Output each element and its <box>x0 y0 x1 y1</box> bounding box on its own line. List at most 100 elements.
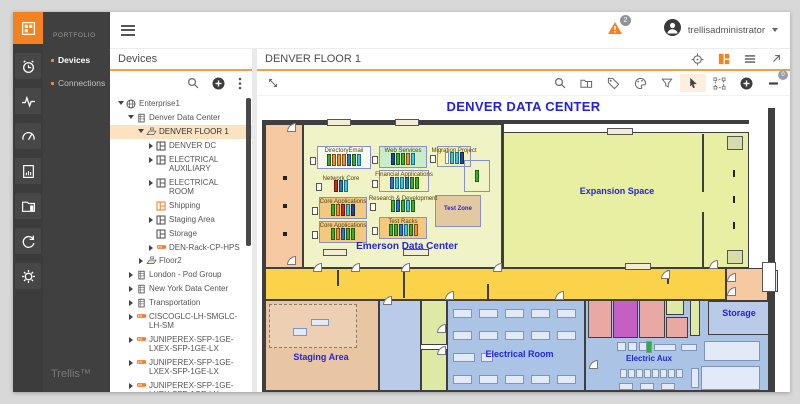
rack[interactable] <box>413 224 418 236</box>
rack[interactable] <box>341 204 345 216</box>
tree-item-denver-dc[interactable]: DENVER DC <box>110 139 252 153</box>
rack[interactable] <box>391 153 395 165</box>
rack[interactable] <box>342 154 346 166</box>
equipment-box[interactable] <box>661 383 675 390</box>
rack[interactable] <box>411 200 415 212</box>
rack[interactable] <box>332 154 336 166</box>
rack[interactable] <box>337 154 341 166</box>
user-menu-chevron-down-icon[interactable] <box>772 28 778 32</box>
equipment-box[interactable] <box>644 369 651 378</box>
zoom-in-icon[interactable] <box>740 77 753 90</box>
folder-icon[interactable] <box>580 77 593 90</box>
rack[interactable] <box>401 153 405 165</box>
equipment-box[interactable] <box>453 375 472 384</box>
alerts-warning-icon[interactable]: 2 <box>607 14 631 40</box>
tile-view-icon[interactable] <box>718 53 730 65</box>
equipment-box[interactable] <box>505 309 524 318</box>
rack[interactable] <box>459 152 464 164</box>
rack-group-core-applications[interactable]: Core Applications <box>312 197 367 219</box>
equipment-box[interactable] <box>660 369 667 378</box>
equipment-box[interactable] <box>628 369 635 378</box>
tree-item-staging-area[interactable]: Staging Area <box>110 213 252 227</box>
equipment-box[interactable] <box>453 309 472 318</box>
tree-item-juniperex-sfp-1ge-lxex-sfp-1ge-lx[interactable]: JUNIPEREX-SFP-1GE-LXEX-SFP-1GE-LX <box>110 379 252 392</box>
equipment-box[interactable] <box>557 309 576 318</box>
room-test-zone[interactable] <box>435 195 481 227</box>
rack-group-migration-project[interactable]: Migration Project <box>430 146 477 167</box>
zoom-out-icon[interactable]: 0 <box>767 69 788 90</box>
portfolio-icon[interactable] <box>13 12 43 44</box>
equipment-box[interactable] <box>701 366 760 390</box>
chevron-right-icon[interactable] <box>146 216 155 223</box>
rack[interactable] <box>336 228 340 240</box>
tree-item-transportation[interactable]: Transportation <box>110 296 252 310</box>
rack[interactable] <box>341 228 345 240</box>
room-expansion-space-room[interactable] <box>503 132 749 268</box>
equipment-box[interactable] <box>479 331 498 340</box>
rack[interactable] <box>391 200 395 212</box>
chevron-down-icon[interactable] <box>126 115 135 119</box>
rack[interactable] <box>336 204 340 216</box>
rack-group-test-racks[interactable]: Test Racks <box>372 217 427 239</box>
tree-item-ciscoglc-lh-smglc-lh-sm[interactable]: CISCOGLC-LH-SMGLC-LH-SM <box>110 310 252 333</box>
equipment-box[interactable] <box>640 383 654 390</box>
list-view-icon[interactable] <box>744 53 756 65</box>
rack-group-financial-applications[interactable]: Financial Applications <box>372 170 433 192</box>
rack[interactable] <box>444 152 449 164</box>
alarms-clock-icon[interactable] <box>15 53 41 79</box>
filter-icon[interactable] <box>661 77 673 89</box>
room-corridor[interactable] <box>265 268 726 300</box>
rack[interactable] <box>393 224 398 236</box>
search-icon[interactable] <box>187 77 199 89</box>
target-icon[interactable] <box>691 52 704 66</box>
rack[interactable] <box>331 204 335 216</box>
rack[interactable] <box>396 200 400 212</box>
rack-group-network-core[interactable]: Network Core <box>316 174 359 195</box>
rack[interactable] <box>351 228 355 240</box>
sync-arrows-icon[interactable] <box>15 228 41 254</box>
palette-icon[interactable] <box>634 77 647 90</box>
room-pink-room-2[interactable] <box>639 300 665 338</box>
chevron-right-icon[interactable] <box>126 382 135 389</box>
equipment-box[interactable] <box>654 344 676 351</box>
resize-icon[interactable] <box>267 77 279 89</box>
chevron-right-icon[interactable] <box>146 142 155 149</box>
rack-group-research-development[interactable]: Research & Development <box>369 194 437 215</box>
rack[interactable] <box>408 224 413 236</box>
rack[interactable] <box>399 177 404 189</box>
rack[interactable] <box>327 154 331 166</box>
room-green-room-c[interactable] <box>666 300 684 315</box>
rack[interactable] <box>334 180 338 192</box>
rack-group-web-services[interactable]: Web Services <box>372 146 427 168</box>
room-pink-room-3[interactable] <box>666 317 688 338</box>
rack[interactable] <box>346 204 350 216</box>
equipment-box[interactable] <box>481 353 493 362</box>
equipment-box[interactable] <box>505 331 524 340</box>
equipment-box[interactable] <box>531 375 550 384</box>
room-staging-sub-area[interactable] <box>269 304 357 348</box>
equipment-box[interactable] <box>691 368 699 388</box>
rack[interactable] <box>414 177 419 189</box>
marquee-icon[interactable] <box>713 77 726 90</box>
equipment-box[interactable] <box>646 341 652 353</box>
room-purple-room[interactable] <box>613 300 638 338</box>
equipment-box[interactable] <box>619 383 633 390</box>
equipment-box[interactable] <box>479 309 498 318</box>
rack[interactable] <box>389 177 394 189</box>
chevron-right-icon[interactable] <box>126 299 135 306</box>
equipment-box[interactable] <box>557 331 576 340</box>
chevron-right-icon[interactable] <box>126 313 135 320</box>
tree-item-electrical-room[interactable]: ELECTRICAL ROOM <box>110 176 252 199</box>
equipment-box[interactable] <box>531 331 550 340</box>
equipment-box[interactable] <box>676 369 683 378</box>
chevron-right-icon[interactable] <box>126 285 135 292</box>
rack[interactable] <box>357 154 361 166</box>
equipment-box[interactable] <box>636 369 643 378</box>
equipment-box[interactable] <box>557 375 576 384</box>
equipment-box[interactable] <box>704 341 760 361</box>
sidebar-item-connections[interactable]: Connections <box>43 78 110 88</box>
chevron-right-icon[interactable] <box>146 156 155 163</box>
room-dock-strip[interactable] <box>265 124 303 268</box>
equipment-box[interactable] <box>668 369 675 378</box>
rack[interactable] <box>346 228 350 240</box>
